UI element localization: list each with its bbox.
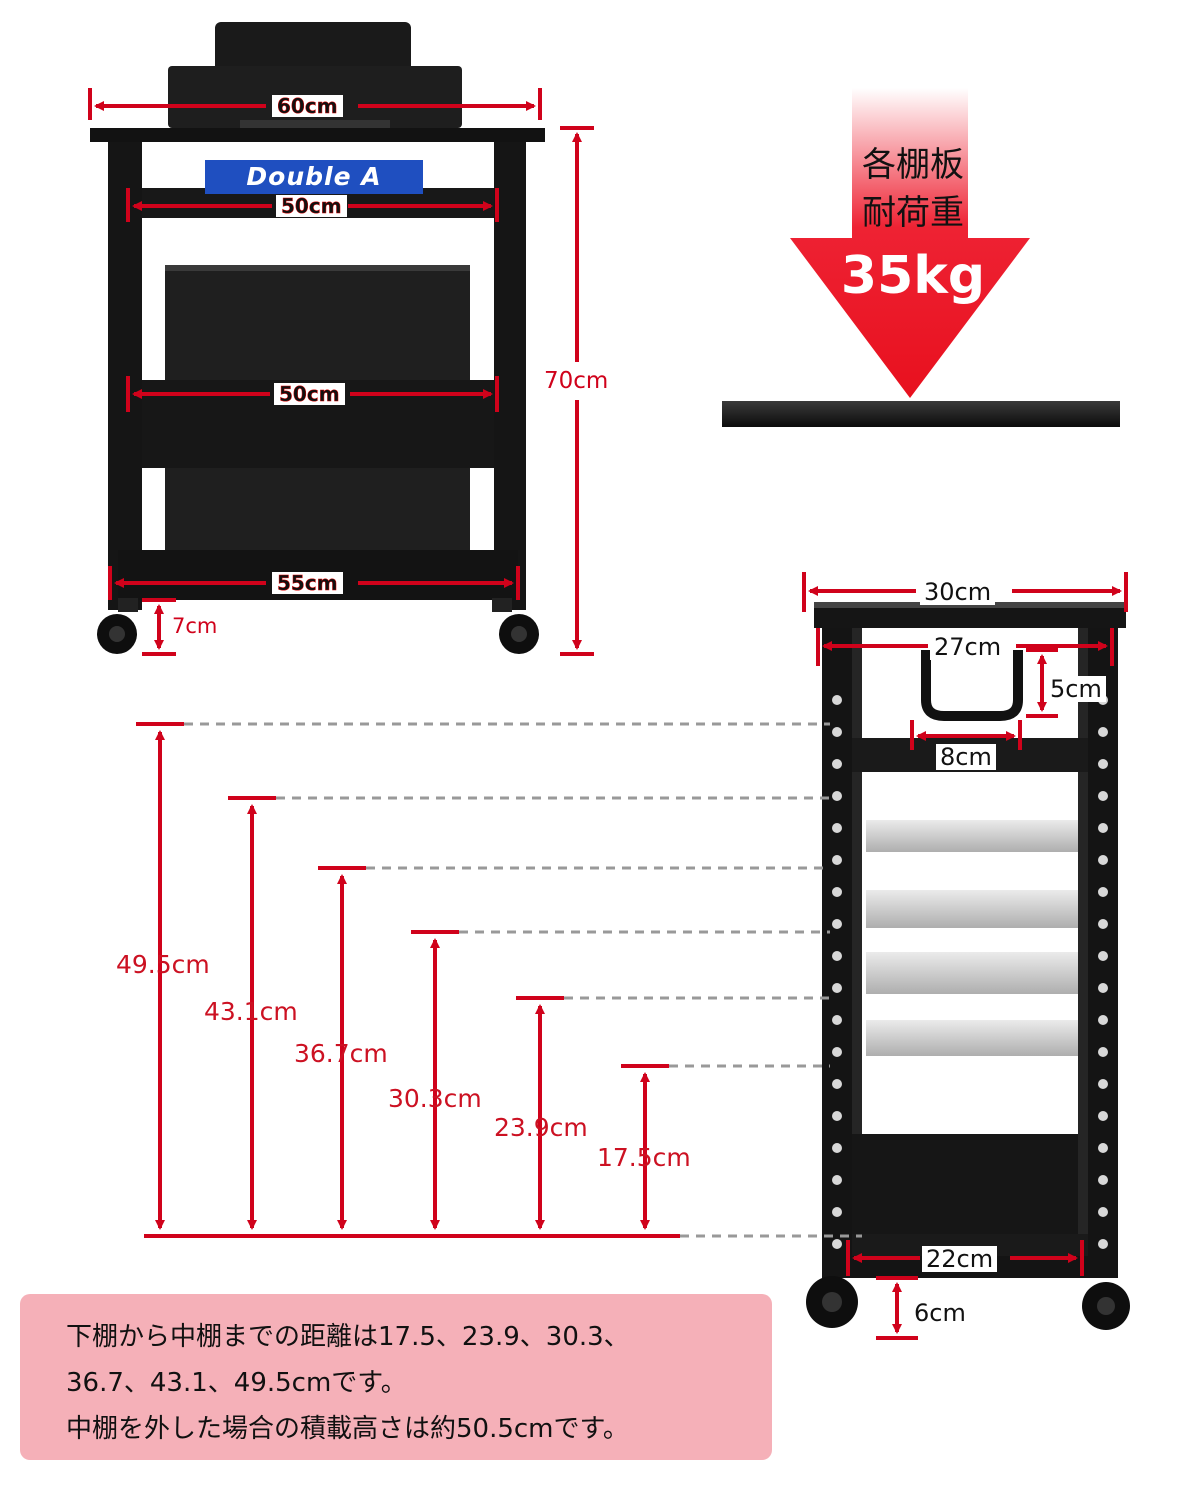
side-handle-width: 8cm	[936, 744, 996, 770]
side-dimension-lines	[802, 572, 1128, 1340]
post-hole	[1098, 983, 1108, 993]
post-hole	[832, 1111, 842, 1121]
post-holes	[832, 695, 1108, 1249]
side-view-stand	[806, 602, 1130, 1330]
note-line: 下棚から中棚までの距離は17.5、23.9、30.3、	[66, 1322, 630, 1352]
side-bottom-depth: 22cm	[922, 1246, 998, 1272]
front-caster-height: 7cm	[172, 614, 218, 638]
note-line: 中棚を外した場合の積載高さは約50.5cmです。	[66, 1414, 629, 1444]
post-hole	[832, 823, 842, 833]
post-hole	[1098, 855, 1108, 865]
post-hole	[1098, 823, 1108, 833]
post-hole	[1098, 1239, 1108, 1249]
post-hole	[1098, 791, 1108, 801]
post-hole	[832, 1175, 842, 1185]
load-arrow	[722, 88, 1120, 427]
front-middle-width: 50cm	[274, 383, 345, 405]
side-inner-depth: 27cm	[930, 634, 1006, 660]
shelf-height-lines	[136, 722, 862, 1238]
side-handle-height: 5cm	[1046, 676, 1106, 702]
post-hole	[1098, 887, 1108, 897]
info-note: 下棚から中棚までの距離は17.5、23.9、30.3、 36.7、43.1、49…	[20, 1294, 772, 1460]
post-hole	[832, 727, 842, 737]
post-hole	[832, 1015, 842, 1025]
shelf-height-label: 36.7cm	[294, 1039, 388, 1068]
post-hole	[1098, 727, 1108, 737]
post-hole	[832, 695, 842, 705]
post-hole	[832, 887, 842, 897]
note-line: 36.7、43.1、49.5cmです。	[66, 1368, 407, 1398]
post-hole	[1098, 919, 1108, 929]
post-hole	[832, 919, 842, 929]
post-hole	[832, 983, 842, 993]
shelf-height-label: 49.5cm	[116, 950, 210, 979]
post-hole	[1098, 1143, 1108, 1153]
post-hole	[832, 1047, 842, 1057]
front-total-height: 70cm	[544, 368, 609, 394]
post-hole	[832, 1207, 842, 1217]
post-hole	[832, 791, 842, 801]
post-hole	[832, 1143, 842, 1153]
shelf-height-label: 17.5cm	[597, 1143, 691, 1172]
post-hole	[832, 1079, 842, 1089]
post-hole	[1098, 1207, 1108, 1217]
front-dimension-lines	[88, 88, 594, 656]
load-label-line2: 耐荷重	[862, 193, 964, 233]
post-hole	[1098, 1015, 1108, 1025]
post-hole	[1098, 1079, 1108, 1089]
shelf-height-label: 30.3cm	[388, 1084, 482, 1113]
shelf-height-label: 23.9cm	[494, 1113, 588, 1142]
post-hole	[832, 759, 842, 769]
front-upper-width: 50cm	[276, 195, 347, 217]
load-label-line1: 各棚板	[862, 145, 964, 185]
brand-logo: Double A	[205, 160, 423, 194]
post-hole	[832, 855, 842, 865]
shelf-height-label: 43.1cm	[204, 997, 298, 1026]
post-hole	[832, 951, 842, 961]
side-depth: 30cm	[920, 579, 996, 605]
post-hole	[832, 1239, 842, 1249]
front-top-width: 60cm	[272, 95, 343, 117]
post-hole	[1098, 1047, 1108, 1057]
post-hole	[1098, 1175, 1108, 1185]
side-caster-height: 6cm	[910, 1300, 970, 1326]
post-hole	[1098, 1111, 1108, 1121]
load-weight: 35kg	[840, 246, 986, 306]
post-hole	[1098, 759, 1108, 769]
front-bottom-width: 55cm	[272, 572, 343, 594]
post-hole	[1098, 951, 1108, 961]
